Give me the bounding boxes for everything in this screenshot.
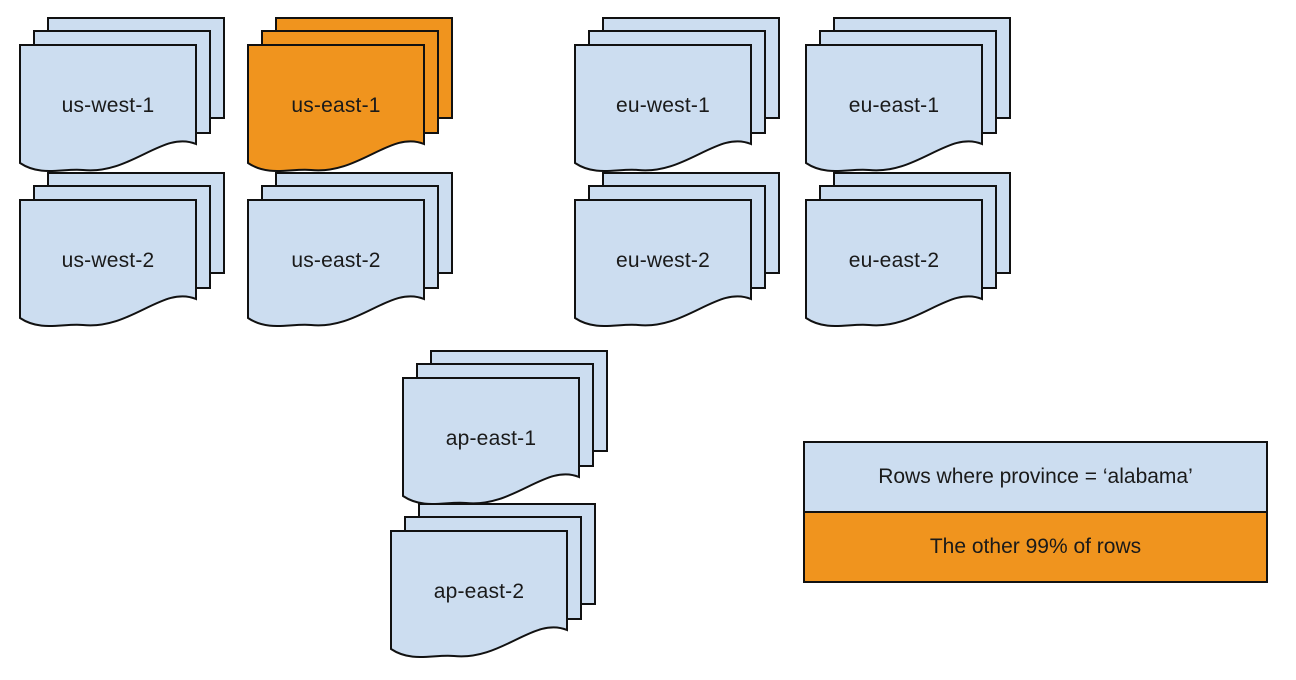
document-shape-front bbox=[805, 44, 983, 173]
document-shape-front bbox=[247, 44, 425, 173]
document-shape-front bbox=[805, 199, 983, 328]
document-stack-icon bbox=[390, 503, 596, 659]
legend-item-other-rows: The other 99% of rows bbox=[805, 511, 1266, 581]
document-shape-front bbox=[247, 199, 425, 328]
document-shape-front bbox=[390, 530, 568, 659]
region-stack-eu-east-1: eu-east-1 bbox=[805, 17, 1013, 175]
document-stack-icon bbox=[19, 17, 225, 173]
legend: Rows where province = ‘alabama’ The othe… bbox=[803, 441, 1268, 583]
document-shape-front bbox=[574, 44, 752, 173]
region-stack-ap-east-1: ap-east-1 bbox=[402, 350, 610, 508]
region-stack-us-west-2: us-west-2 bbox=[19, 172, 227, 330]
legend-item-label: Rows where province = ‘alabama’ bbox=[878, 465, 1193, 488]
document-stack-icon bbox=[574, 172, 780, 328]
document-stack-icon bbox=[574, 17, 780, 173]
document-shape-front bbox=[19, 199, 197, 328]
document-stack-icon bbox=[247, 17, 453, 173]
region-stack-eu-east-2: eu-east-2 bbox=[805, 172, 1013, 330]
legend-item-alabama-rows: Rows where province = ‘alabama’ bbox=[805, 443, 1266, 511]
region-stack-us-west-1: us-west-1 bbox=[19, 17, 227, 175]
document-stack-icon bbox=[805, 17, 1011, 173]
region-stack-us-east-1: us-east-1 bbox=[247, 17, 455, 175]
region-stack-ap-east-2: ap-east-2 bbox=[390, 503, 598, 661]
document-shape-front bbox=[574, 199, 752, 328]
document-stack-icon bbox=[247, 172, 453, 328]
legend-item-label: The other 99% of rows bbox=[929, 535, 1142, 558]
document-stack-icon bbox=[19, 172, 225, 328]
region-stack-eu-west-1: eu-west-1 bbox=[574, 17, 782, 175]
document-stack-icon bbox=[805, 172, 1011, 328]
region-stack-eu-west-2: eu-west-2 bbox=[574, 172, 782, 330]
document-stack-icon bbox=[402, 350, 608, 506]
document-shape-front bbox=[402, 377, 580, 506]
document-shape-front bbox=[19, 44, 197, 173]
region-stack-us-east-2: us-east-2 bbox=[247, 172, 455, 330]
